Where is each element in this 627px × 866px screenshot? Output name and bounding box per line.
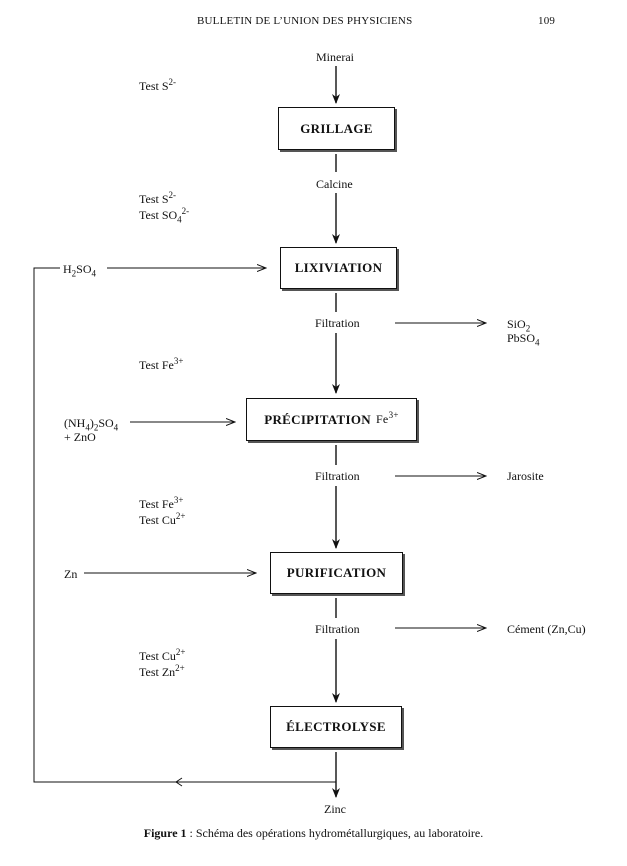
figure-caption: Figure 1 : Schéma des opérations hydromé… (0, 826, 627, 841)
box-purification-label: PURIFICATION (286, 565, 387, 580)
test-s2-calcine: Test S2- (139, 190, 177, 207)
label-filtration-3: Filtration (315, 622, 360, 636)
running-header: BULLETIN DE L’UNION DES PHYSICIENS (197, 15, 413, 27)
box-grillage-label: GRILLAGE (300, 120, 373, 136)
label-filtration-1: Filtration (315, 316, 360, 330)
output-sio2: SiO2 (507, 317, 531, 334)
label-filtration-2: Filtration (315, 469, 360, 483)
input-h2so4: H2SO4 (63, 262, 97, 279)
output-jarosite: Jarosite (507, 469, 544, 483)
box-electrolyse: ÉLECTROLYSE (270, 706, 402, 748)
input-zno: + ZnO (64, 430, 96, 444)
test-cu2-precipitation: Test Cu2+ (139, 511, 186, 528)
box-precipitation-ion: Fe3+ (375, 410, 399, 427)
label-zinc: Zinc (324, 802, 346, 816)
input-nh4-so4: (NH4)2SO4 (64, 416, 119, 433)
box-lixiviation: LIXIVIATION (280, 247, 397, 289)
output-pbso4: PbSO4 (507, 331, 540, 348)
box-electrolyse-label: ÉLECTROLYSE (286, 719, 386, 734)
label-minerai: Minerai (316, 50, 354, 64)
page-number: 109 (538, 15, 556, 27)
box-purification: PURIFICATION (270, 552, 403, 594)
figure-caption-label: Figure 1 (143, 826, 187, 840)
test-fe3-lixiviation: Test Fe3+ (139, 356, 184, 373)
box-lixiviation-label: LIXIVIATION (294, 260, 383, 275)
box-precipitation: PRÉCIPITATION Fe3+ (246, 398, 417, 441)
input-zn: Zn (64, 567, 78, 581)
test-cu2-purification: Test Cu2+ (139, 647, 186, 664)
test-zn2-purification: Test Zn2+ (139, 663, 185, 680)
label-calcine: Calcine (316, 177, 353, 191)
recycle-loop (33, 267, 336, 783)
figure-caption-text: : Schéma des opérations hydrométallurgiq… (186, 826, 484, 840)
test-so4-calcine: Test SO42- (139, 206, 190, 225)
test-s2-minerai: Test S2- (139, 77, 177, 94)
output-cement: Cément (Zn,Cu) (507, 622, 586, 636)
recycle-chevron (175, 777, 183, 787)
test-fe3-precipitation: Test Fe3+ (139, 495, 184, 512)
box-grillage: GRILLAGE (278, 107, 395, 150)
box-precipitation-label: PRÉCIPITATION (264, 411, 371, 427)
